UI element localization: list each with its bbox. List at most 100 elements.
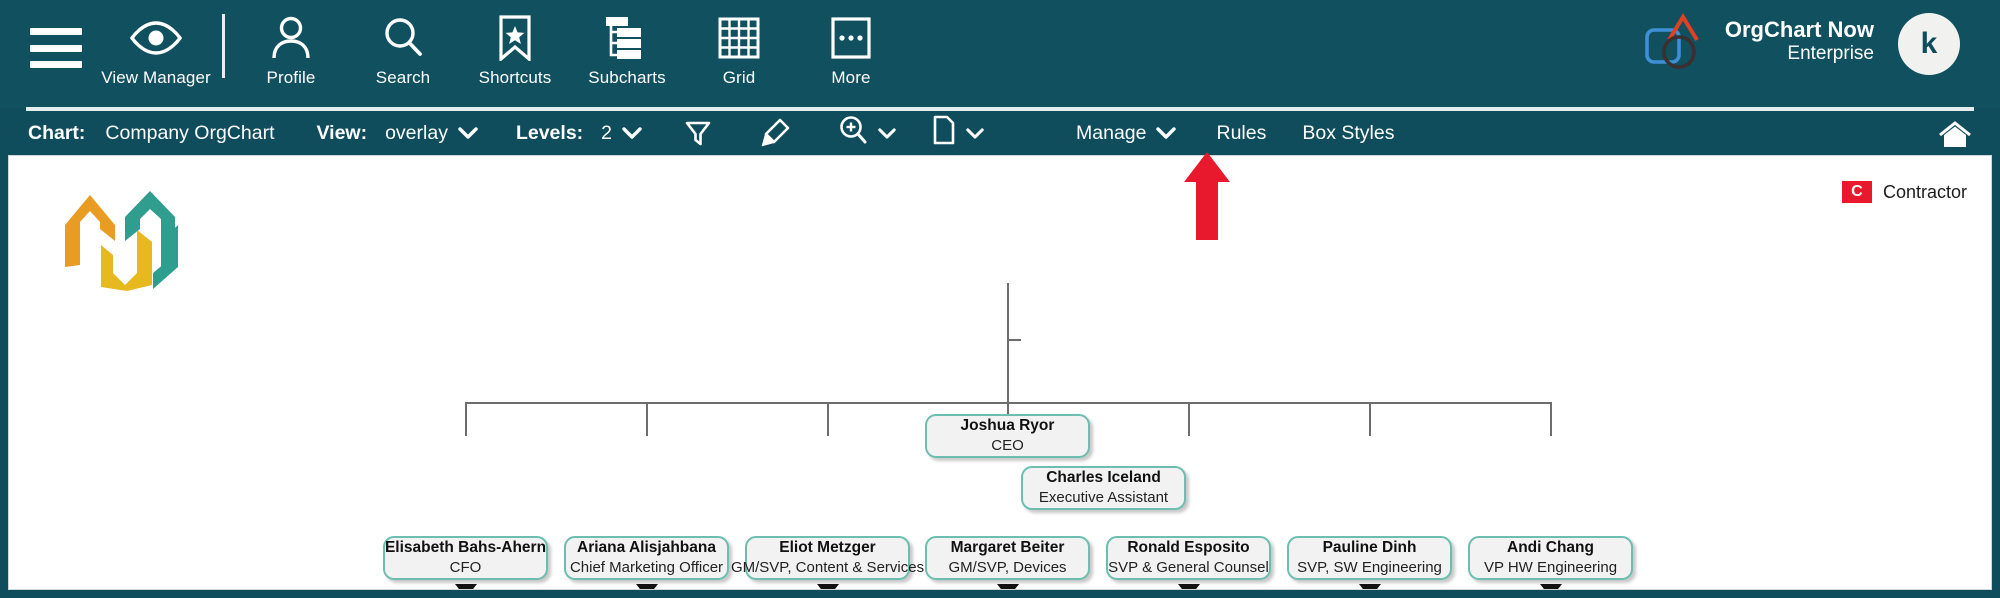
connector-line — [1550, 402, 1552, 436]
levels-value: 2 — [601, 121, 613, 144]
chart-canvas[interactable]: C Contractor Joshua Ryor CEO Charles Ice… — [8, 155, 1992, 590]
node-expander-toggle[interactable] — [1178, 584, 1200, 589]
node-expander-toggle[interactable] — [1359, 584, 1381, 589]
toolbar-divider — [222, 14, 225, 78]
page-select[interactable] — [932, 115, 984, 151]
node-title: SVP & General Counsel — [1108, 558, 1269, 576]
chart-label: Chart: — [28, 121, 86, 144]
avatar[interactable]: k — [1898, 13, 1960, 75]
chevron-down-icon — [966, 122, 984, 145]
topbar-item-shortcuts[interactable]: Shortcuts — [459, 0, 571, 96]
orgchart-now-logo-icon — [1645, 10, 1711, 72]
node-name: Elisabeth Bahs-Ahern — [384, 539, 547, 557]
funnel-icon[interactable] — [684, 119, 712, 147]
box-styles-button[interactable]: Box Styles — [1302, 121, 1395, 144]
manage-menu[interactable]: Manage — [1076, 121, 1177, 145]
node-expander-toggle[interactable] — [817, 584, 839, 589]
topbar-item-more[interactable]: More — [795, 0, 907, 96]
view-label: View: — [316, 121, 368, 144]
node-name: Andi Chang — [1507, 539, 1594, 557]
node-title: GM/SVP, Devices — [948, 558, 1067, 576]
node-expander-toggle[interactable] — [1540, 584, 1562, 589]
brand-name: OrgChart Now — [1724, 17, 1874, 43]
page-icon — [932, 115, 956, 151]
node-name: Charles Iceland — [1046, 469, 1161, 487]
topbar-item-label: Grid — [722, 68, 756, 87]
topbar-item-subcharts[interactable]: Subcharts — [571, 0, 683, 96]
chart-name-value[interactable]: Company OrgChart — [105, 121, 275, 144]
home-icon[interactable] — [1938, 120, 1972, 156]
connector-line — [1369, 402, 1371, 436]
legend: C Contractor — [1841, 181, 1967, 203]
search-icon — [381, 14, 425, 62]
ellipsis-box-icon — [831, 14, 871, 62]
view-value: overlay — [385, 121, 448, 144]
brand: OrgChart Now Enterprise — [1645, 10, 1874, 72]
topbar-item-label: Shortcuts — [478, 68, 552, 87]
chevron-down-icon — [1156, 122, 1177, 145]
node-expander-toggle[interactable] — [997, 584, 1019, 589]
node-name: Ariana Alisjahbana — [577, 539, 716, 557]
org-node-root[interactable]: Joshua Ryor CEO — [925, 414, 1090, 458]
org-node-report[interactable]: Ariana Alisjahbana Chief Marketing Offic… — [564, 536, 729, 580]
org-node-assistant[interactable]: Charles Iceland Executive Assistant — [1021, 466, 1186, 510]
topbar-item-grid[interactable]: Grid — [683, 0, 795, 96]
org-node-report[interactable]: Ronald Esposito SVP & General Counsel — [1106, 536, 1271, 580]
connector-line — [1188, 402, 1190, 436]
person-icon — [269, 14, 313, 62]
topbar-item-label: Subcharts — [588, 68, 666, 87]
company-logo-icon — [53, 189, 193, 294]
node-expander-toggle[interactable] — [455, 584, 477, 589]
topbar-item-label: Profile — [266, 68, 316, 87]
node-name: Eliot Metzger — [779, 539, 876, 557]
topbar-item-label: View Manager — [101, 68, 211, 87]
topbar-item-label: More — [831, 68, 871, 87]
node-title: CEO — [991, 436, 1024, 454]
node-name: Margaret Beiter — [950, 539, 1065, 557]
node-title: CFO — [449, 558, 482, 576]
bookmark-star-icon — [497, 14, 533, 62]
connector-line — [646, 402, 648, 436]
topbar-item-search[interactable]: Search — [347, 0, 459, 96]
topbar-item-profile[interactable]: Profile — [235, 0, 347, 96]
node-name: Joshua Ryor — [960, 417, 1055, 435]
org-node-report[interactable]: Eliot Metzger GM/SVP, Content & Services — [731, 536, 924, 580]
chevron-down-icon — [878, 122, 896, 145]
node-name: Pauline Dinh — [1322, 539, 1417, 557]
levels-select[interactable]: 2 — [601, 122, 642, 145]
connector-line — [827, 402, 829, 436]
highlighter-icon[interactable] — [760, 118, 790, 148]
org-node-report[interactable]: Pauline Dinh SVP, SW Engineering — [1287, 536, 1452, 580]
view-select[interactable]: overlay — [385, 122, 478, 145]
legend-label-contractor: Contractor — [1882, 181, 1967, 202]
connector-line — [1007, 339, 1021, 341]
connector-line — [465, 402, 467, 436]
hamburger-icon[interactable] — [30, 28, 82, 68]
org-node-report[interactable]: Margaret Beiter GM/SVP, Devices — [925, 536, 1090, 580]
node-title: Executive Assistant — [1038, 488, 1169, 506]
eye-icon — [130, 14, 182, 62]
org-node-report[interactable]: Andi Chang VP HW Engineering — [1468, 536, 1633, 580]
chart-toolbar: Chart: Company OrgChart View: overlay Le… — [0, 111, 2000, 155]
node-title: GM/SVP, Content & Services — [730, 558, 925, 576]
topbar-item-view-manager[interactable]: View Manager — [100, 0, 212, 96]
connector-line — [1007, 283, 1009, 402]
node-title: Chief Marketing Officer — [569, 558, 724, 576]
zoom-select[interactable] — [838, 115, 896, 151]
callout-arrow-icon — [1183, 152, 1231, 240]
node-title: VP HW Engineering — [1483, 558, 1618, 576]
manage-label: Manage — [1076, 121, 1147, 144]
node-expander-toggle[interactable] — [636, 584, 658, 589]
rules-button[interactable]: Rules — [1216, 121, 1267, 144]
org-node-report[interactable]: Elisabeth Bahs-Ahern CFO — [383, 536, 548, 580]
node-title: SVP, SW Engineering — [1297, 558, 1442, 576]
chevron-down-icon — [458, 122, 478, 145]
chevron-down-icon — [622, 122, 642, 145]
legend-chip-contractor: C — [1841, 181, 1872, 203]
brand-edition: Enterprise — [1787, 42, 1874, 64]
topbar-item-label: Search — [375, 68, 431, 87]
grid-icon — [718, 14, 760, 62]
zoom-in-icon — [838, 115, 868, 151]
levels-label: Levels: — [515, 121, 584, 144]
